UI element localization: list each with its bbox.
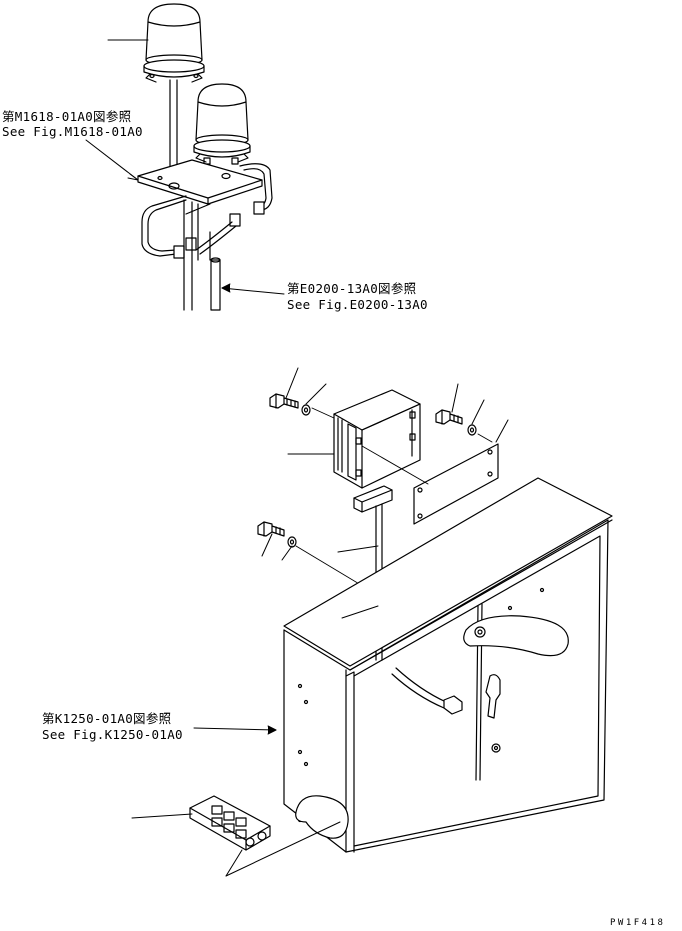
mounting-plate — [414, 444, 498, 524]
reference-k1250-jp: 第K1250-01A0図参照 — [42, 711, 172, 726]
controller-box — [334, 390, 420, 488]
electrical-cabinet — [284, 478, 612, 852]
reference-m1618-jp: 第M1618-01A0図参照 — [2, 109, 132, 124]
bolt-upper-left — [270, 394, 298, 408]
rotating-lamp-left — [144, 4, 204, 82]
leader-lines-lower — [132, 368, 508, 876]
leader-lines-upper — [86, 40, 284, 294]
relay-block — [190, 796, 270, 850]
reference-m1618-en: See Fig.M1618-01A0 — [2, 124, 143, 139]
washer-upper-right — [468, 425, 476, 435]
lamp-mounting-bracket — [138, 160, 262, 204]
reference-e0200-jp: 第E0200-13A0図参照 — [287, 281, 417, 296]
rotating-lamp-right — [194, 84, 250, 164]
bolt-upper-right — [436, 410, 462, 424]
washer-middle — [288, 537, 296, 547]
washer-upper-left — [302, 405, 310, 415]
reference-e0200-en: See Fig.E0200-13A0 — [287, 297, 428, 312]
reference-k1250-en: See Fig.K1250-01A0 — [42, 727, 183, 742]
drawing-code: PW1F418 — [610, 918, 666, 928]
bolt-middle — [258, 522, 284, 536]
lamp-harness — [142, 164, 272, 310]
